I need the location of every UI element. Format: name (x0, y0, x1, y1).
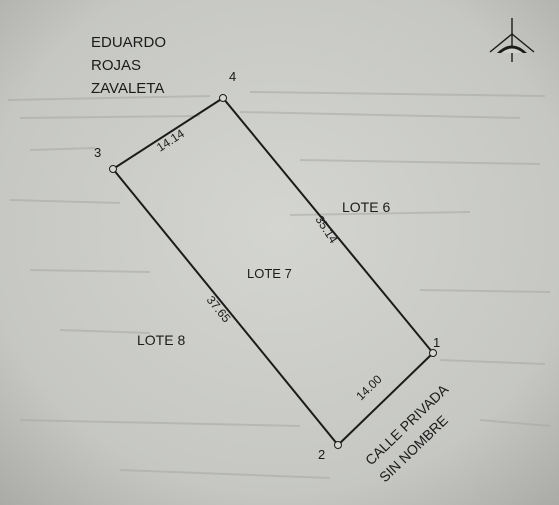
vertex-3-marker (109, 165, 117, 173)
north-arrow-icon (489, 18, 535, 62)
lot-7-label: LOTE 7 (247, 266, 292, 281)
owner-name-line-2: ROJAS (91, 57, 141, 74)
vertex-3-label: 3 (94, 145, 101, 160)
vertex-4-label: 4 (229, 69, 236, 84)
lot-6-label: LOTE 6 (342, 199, 390, 215)
vertex-1-marker (429, 349, 437, 357)
vertex-2-marker (334, 441, 342, 449)
vertex-2-label: 2 (318, 447, 325, 462)
owner-name-line-1: EDUARDO (91, 34, 166, 51)
owner-name-line-3: ZAVALETA (91, 80, 164, 97)
background-text-texture (7, 91, 551, 479)
vertex-4-marker (219, 94, 227, 102)
lot-8-label: LOTE 8 (137, 332, 185, 348)
vertex-1-label: 1 (433, 335, 440, 350)
